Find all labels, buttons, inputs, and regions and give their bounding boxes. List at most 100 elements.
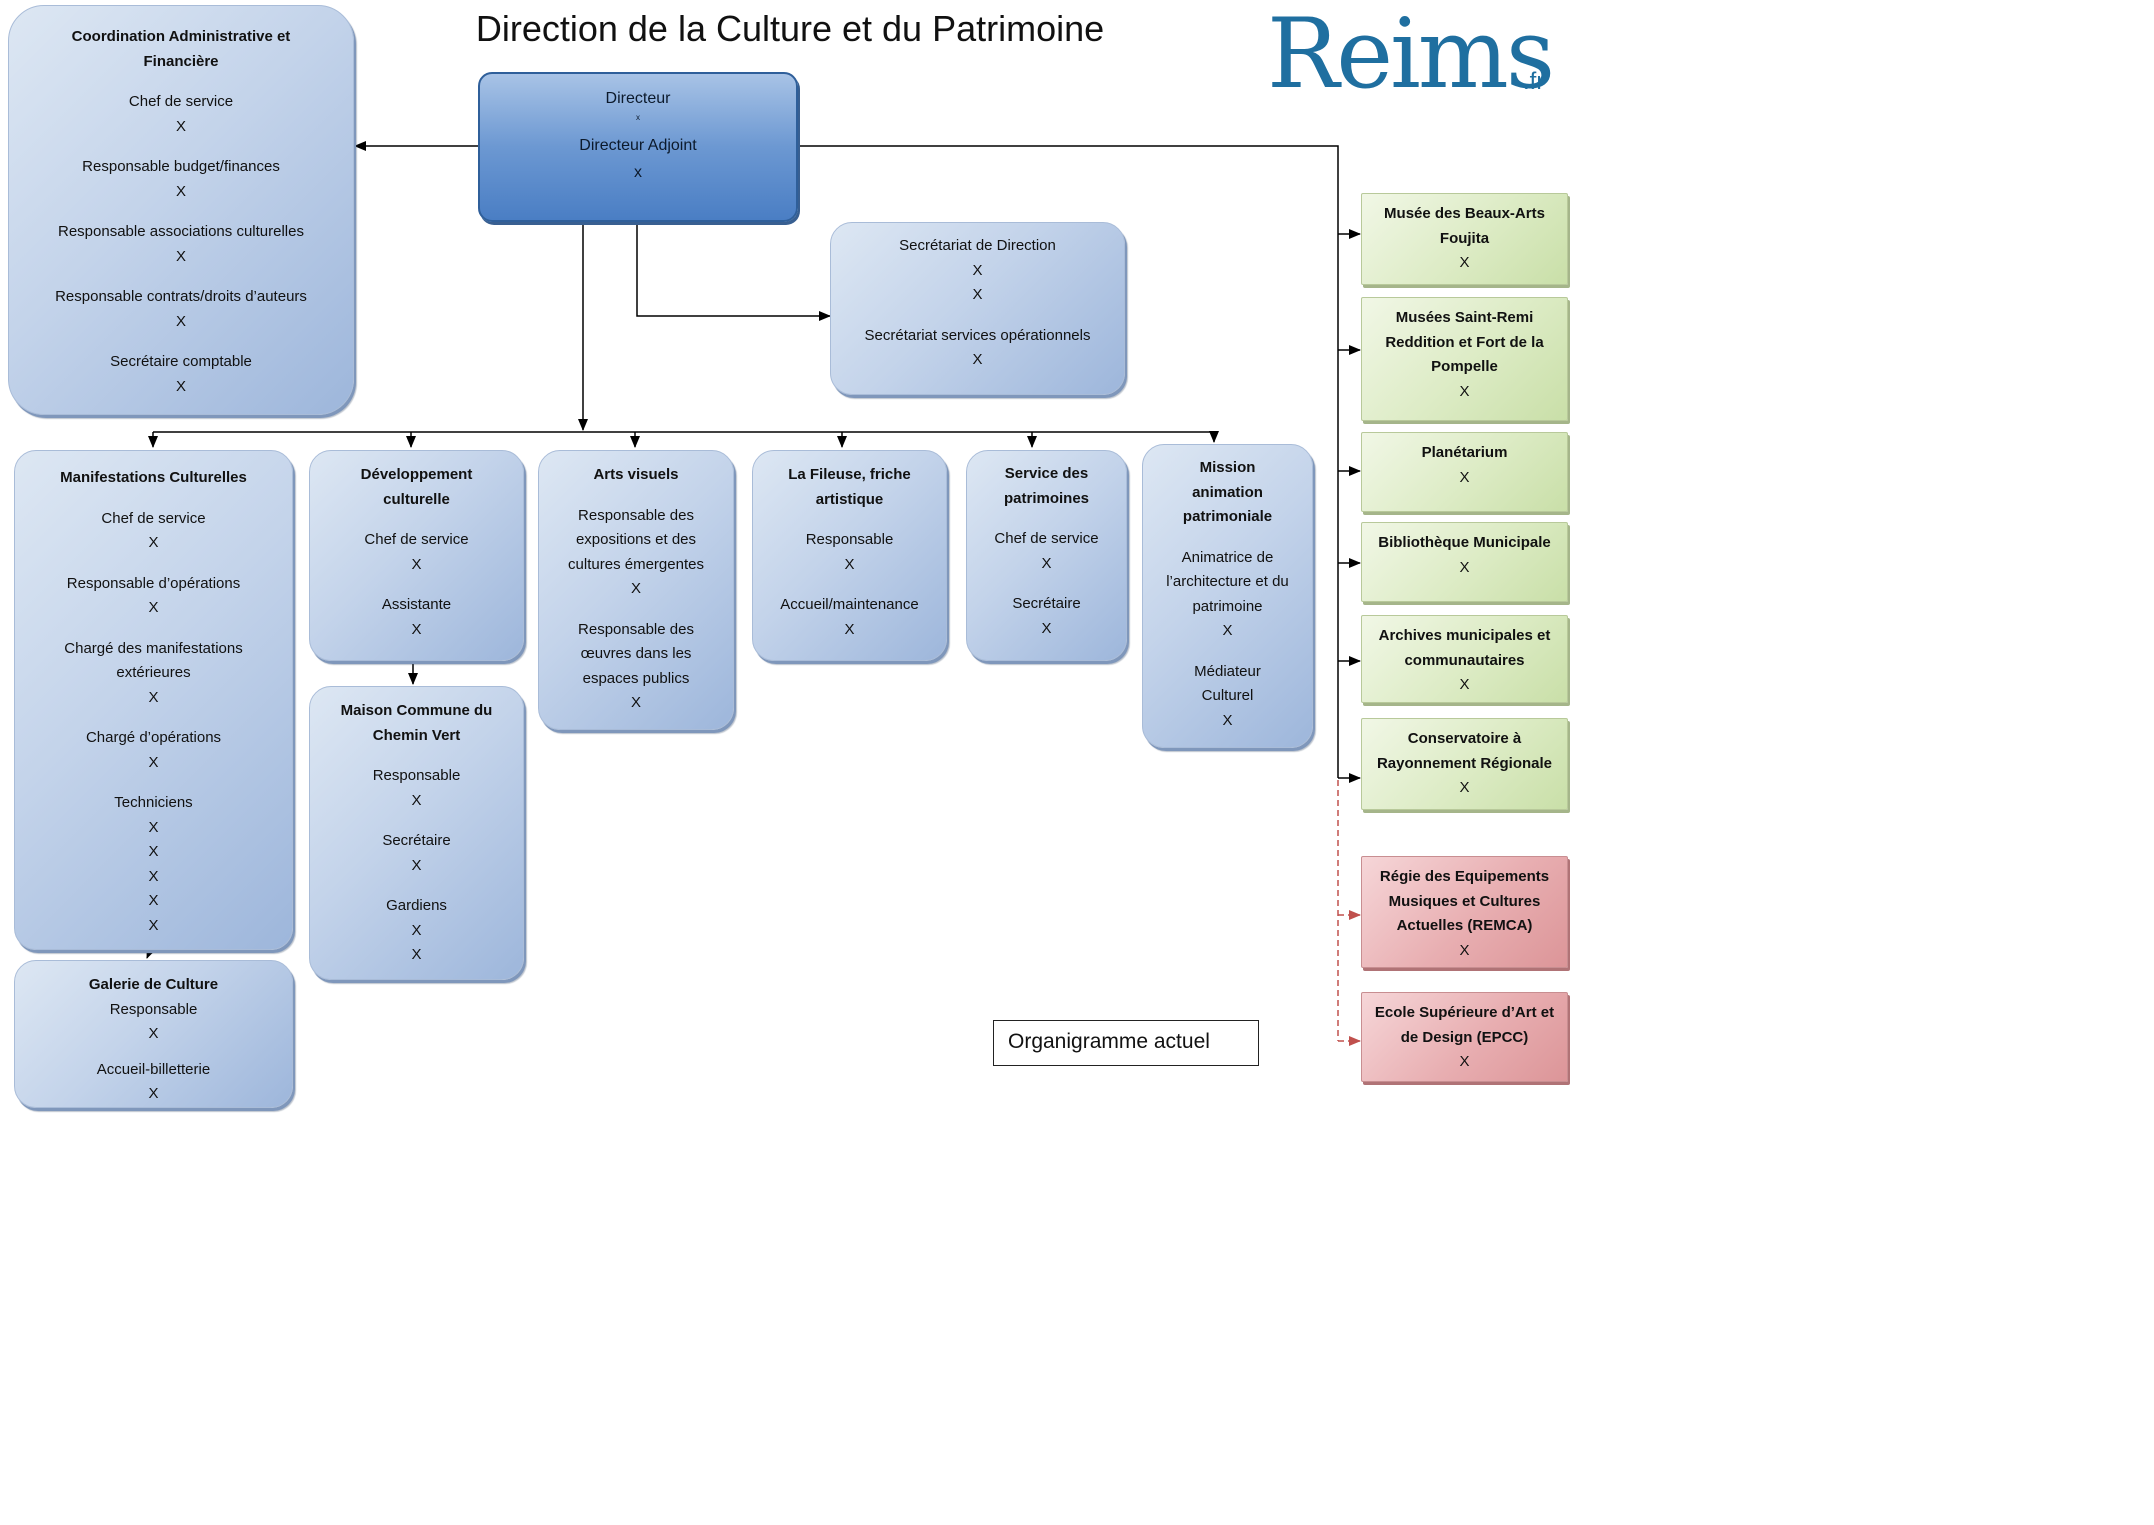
unit-box-bibliotheque: Bibliothèque Municipale X xyxy=(1361,522,1568,602)
coordination-box: Coordination Administrative et Financièr… xyxy=(8,5,354,415)
reims-logo: Reims .fr xyxy=(1265,0,1555,114)
secretariat-box: Secrétariat de Direction X X Secrétariat… xyxy=(830,222,1125,395)
role-value: X xyxy=(411,946,422,963)
role-label: Chef de service xyxy=(364,531,469,548)
maison-commune-title: Maison Commune du Chemin Vert xyxy=(340,702,493,744)
unit-title: Ecole Supérieure d’Art et de Design (EPC… xyxy=(1374,1004,1555,1046)
role-value: X xyxy=(148,1025,159,1042)
link-director-secretariat xyxy=(636,224,831,321)
unit-title: Musées Saint-Remi Reddition et Fort de l… xyxy=(1385,309,1544,375)
role-value: X xyxy=(175,247,186,265)
unit-value: X xyxy=(1459,558,1470,576)
unit-box-conservatoire: Conservatoire à Rayonnement Régionale X xyxy=(1361,718,1568,810)
unit-value: X xyxy=(1459,779,1470,796)
role-value: X xyxy=(175,117,186,135)
service-title: Mission animation patrimoniale xyxy=(1182,459,1273,525)
role-value: X xyxy=(630,694,641,711)
role-value: X xyxy=(148,843,159,860)
role-value: X xyxy=(1222,622,1233,639)
unit-title: Musée des Beaux-Arts Foujita xyxy=(1384,205,1545,247)
org-chart: Direction de la Culture et du Patrimoine… xyxy=(8,0,1568,1108)
unit-title: Conservatoire à Rayonnement Régionale xyxy=(1376,730,1553,772)
role-label: Secrétaire xyxy=(382,832,451,849)
unit-title: Planétarium xyxy=(1421,444,1508,461)
role-value: X xyxy=(1041,619,1052,637)
role-value: X xyxy=(148,688,159,706)
role-value: X xyxy=(411,921,422,939)
role-label: Chef de service xyxy=(101,509,206,527)
unit-box-planetarium: Planétarium X xyxy=(1361,432,1568,512)
service-box-mission: Mission animation patrimoniale Animatric… xyxy=(1142,444,1313,748)
role-label: Médiateur Culturel xyxy=(1194,662,1261,705)
role-label: Secrétariat services opérationnels xyxy=(864,326,1091,344)
service-title: Arts visuels xyxy=(593,466,679,483)
unit-box-archives: Archives municipales et communautaires X xyxy=(1361,615,1568,703)
unit-title: Régie des Equipements Musiques et Cultur… xyxy=(1379,868,1550,934)
role-label: Responsable associations culturelles xyxy=(58,223,304,240)
role-value: X xyxy=(972,351,983,368)
role-value: X xyxy=(630,580,641,597)
unit-box-musees-saint-remi: Musées Saint-Remi Reddition et Fort de l… xyxy=(1361,297,1568,421)
unit-value: X xyxy=(1459,468,1470,486)
role-value: X xyxy=(148,916,159,934)
role-value: X xyxy=(844,620,855,638)
service-box-fileuse: La Fileuse, friche artistique Responsabl… xyxy=(752,450,947,661)
role-label: Secrétaire xyxy=(1012,595,1081,612)
galerie-title: Galerie de Culture xyxy=(88,976,219,993)
role-label: Accueil/maintenance xyxy=(780,596,919,613)
role-value: X xyxy=(972,261,983,279)
role-value: X xyxy=(148,534,159,551)
unit-value: X xyxy=(1459,254,1470,271)
logo-wordmark: Reims xyxy=(1267,0,1555,110)
logo-extension: .fr xyxy=(1523,68,1545,95)
role-label: Responsable contrats/droits d’auteurs xyxy=(55,288,307,305)
role-value: X xyxy=(148,753,159,771)
role-label: Responsable xyxy=(805,531,894,548)
service-title: Service des patrimoines xyxy=(1003,465,1090,507)
role-label: Chargé des manifestations extérieures xyxy=(64,639,243,682)
director-value: x xyxy=(636,112,640,122)
unit-title: Archives municipales et communautaires xyxy=(1378,627,1551,669)
service-box-arts-visuels: Arts visuels Responsable des expositions… xyxy=(538,450,734,730)
role-value: X xyxy=(1041,554,1052,572)
unit-box-musee-beaux-arts: Musée des Beaux-Arts Foujita X xyxy=(1361,193,1568,285)
role-value: X xyxy=(175,377,186,395)
unit-value: X xyxy=(1459,941,1470,959)
service-title: Manifestations Culturelles xyxy=(60,469,247,486)
page-title: Direction de la Culture et du Patrimoine xyxy=(475,8,1105,49)
role-value: X xyxy=(411,856,422,874)
galerie-box: Galerie de Culture Responsable X Accueil… xyxy=(14,960,293,1108)
unit-value: X xyxy=(1459,382,1470,400)
service-box-developpement: Développement culturelle Chef de service… xyxy=(309,450,524,661)
deputy-value: x xyxy=(634,164,642,181)
role-label: Responsable d’opérations xyxy=(66,574,241,592)
role-value: X xyxy=(148,1085,159,1102)
role-label: Responsable xyxy=(372,767,461,784)
coordination-title: Coordination Administrative et Financièr… xyxy=(71,28,291,70)
role-value: X xyxy=(411,791,422,809)
service-title: La Fileuse, friche artistique xyxy=(788,466,911,508)
role-label: Secrétariat de Direction xyxy=(899,237,1056,254)
role-value: X xyxy=(148,867,159,885)
deputy-title: Directeur Adjoint xyxy=(579,136,697,154)
role-value: X xyxy=(175,182,186,200)
maison-commune-box: Maison Commune du Chemin Vert Responsabl… xyxy=(309,686,524,980)
role-label: Chargé d’opérations xyxy=(85,729,222,746)
unit-value: X xyxy=(1459,1053,1470,1070)
service-box-patrimoines: Service des patrimoines Chef de service … xyxy=(966,450,1127,661)
role-label: Responsable des œuvres dans les espaces … xyxy=(578,620,694,687)
service-box-manifestations: Manifestations Culturelles Chef de servi… xyxy=(14,450,293,950)
role-value: X xyxy=(972,286,983,303)
role-value: X xyxy=(175,312,186,330)
role-value: X xyxy=(148,892,159,909)
unit-title: Bibliothèque Municipale xyxy=(1378,534,1551,551)
role-value: X xyxy=(148,599,159,616)
current-org-label: Organigramme actuel xyxy=(993,1020,1259,1066)
role-label: Gardiens xyxy=(386,897,447,914)
role-label: Techniciens xyxy=(114,794,193,811)
role-value: X xyxy=(411,555,422,573)
director-box: Directeur x Directeur Adjoint x xyxy=(478,72,798,222)
role-label: Responsable xyxy=(109,1000,198,1018)
unit-box-remca: Régie des Equipements Musiques et Cultur… xyxy=(1361,856,1568,968)
role-label: Secrétaire comptable xyxy=(110,353,252,370)
